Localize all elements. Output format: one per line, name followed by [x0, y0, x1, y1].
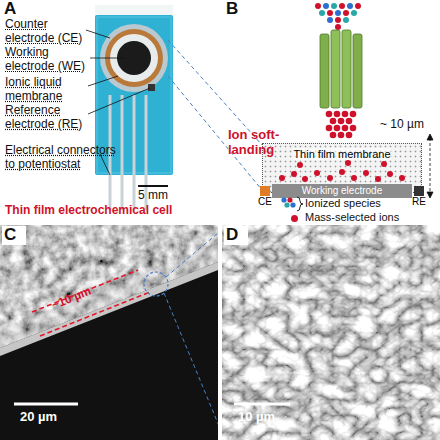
counter-electrode: CE: [254, 186, 276, 210]
scale-label: 10 µm: [238, 410, 298, 425]
part-label: Reference electrode (RE): [5, 104, 95, 132]
reference-electrode: RE: [408, 186, 430, 210]
ion-source: [315, 3, 361, 30]
node-text: CE: [254, 196, 276, 207]
scale-bar: [234, 403, 290, 406]
part-label: Ionic liquid membrane: [5, 76, 91, 104]
node-text: Thin film membrane: [293, 148, 390, 160]
legend-swatch: [291, 215, 298, 222]
mass-selected-beam: [326, 111, 357, 139]
thickness-marks: [32, 270, 150, 336]
panel-letter: B: [224, 0, 248, 19]
thickness-arrow: [427, 134, 433, 198]
panel-letter: C: [2, 226, 26, 245]
process-label: Ion soft-landing: [228, 128, 308, 158]
panel-caption: Thin film electrochemical cell: [5, 204, 219, 218]
zoom-lines: [168, 40, 262, 190]
quadrupole-rods: [320, 30, 362, 108]
panel-gap: [218, 225, 222, 440]
electrode-square: [414, 186, 424, 196]
part-label: Counter electrode (CE): [5, 18, 95, 46]
dimension-label: ~ 10 µm: [380, 118, 440, 132]
part-label: Electrical connectors to potentiostat: [5, 144, 125, 172]
panel-letter: A: [2, 0, 26, 19]
electrode-square: [260, 186, 270, 196]
ionized-species-sample: [281, 197, 303, 211]
electrode-bar: Working electrode: [272, 184, 412, 198]
legend-text: Mass-selected ions: [305, 211, 399, 224]
part-label: Working electrode (WE): [5, 46, 95, 74]
panel-letter: D: [224, 226, 248, 245]
scale-label: 5 mm: [138, 189, 178, 203]
cell-photo: [95, 5, 173, 210]
node-text: RE: [408, 196, 430, 207]
scale-label: 20 µm: [20, 410, 80, 425]
sem-cross-section: [0, 225, 218, 440]
zoom-circle: [144, 272, 168, 296]
node-text: Working electrode: [272, 184, 412, 197]
legend-text: Ionized species: [305, 197, 381, 210]
scale-bar: [14, 403, 78, 406]
zoom-lines: [164, 228, 224, 438]
sem-surface: [222, 225, 440, 440]
